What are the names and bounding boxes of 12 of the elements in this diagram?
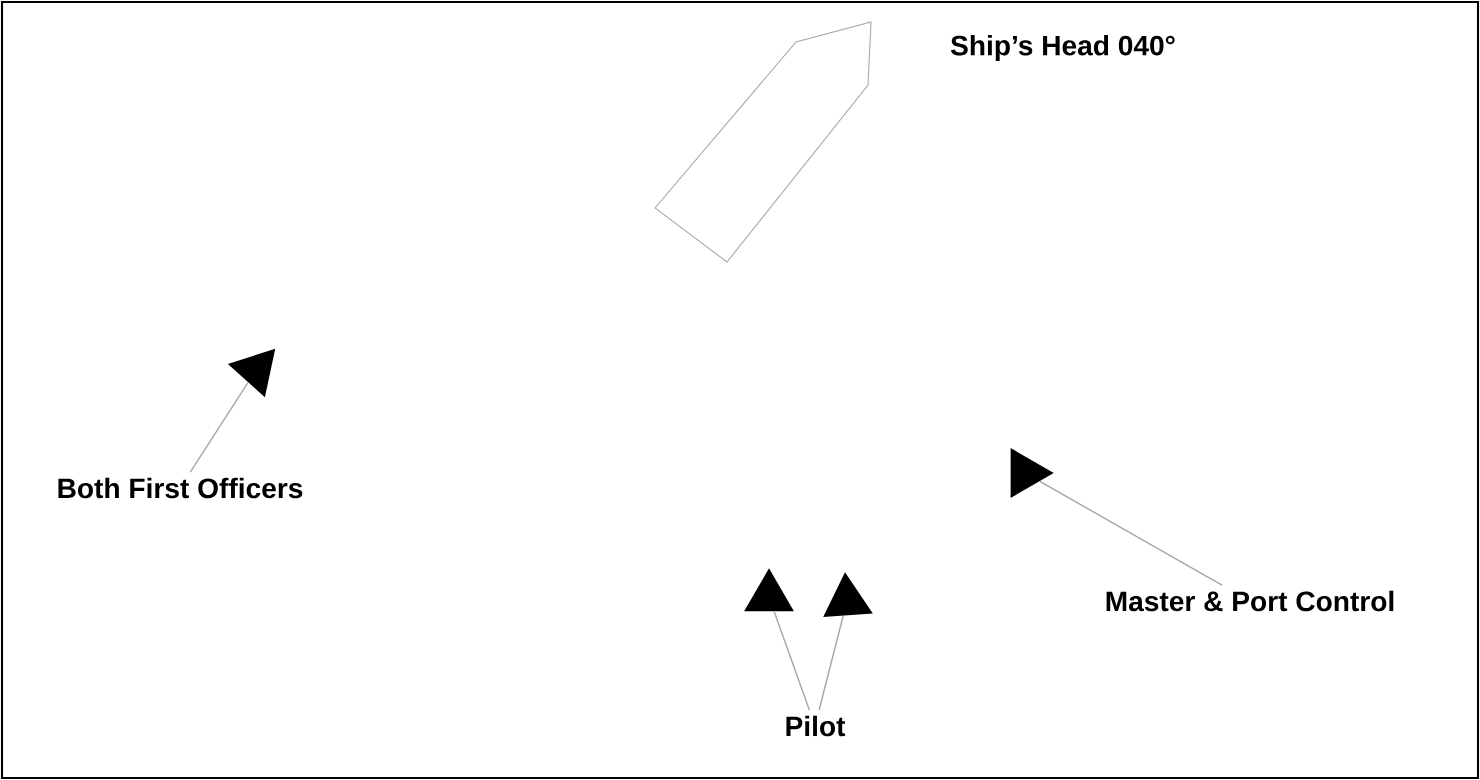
position-marker	[227, 348, 276, 398]
leader-line	[818, 615, 844, 711]
text-label: Master & Port Control	[1106, 590, 1394, 612]
position-marker	[823, 572, 873, 618]
leader-line	[189, 381, 249, 473]
text-label: Both First Officers	[58, 477, 303, 499]
leader-line	[1039, 480, 1223, 586]
leader-line	[773, 611, 811, 711]
position-marker	[1010, 448, 1054, 498]
position-marker	[744, 568, 794, 612]
heading-label: Ship’s Head 040°	[950, 34, 1175, 62]
text-label: Pilot	[786, 715, 846, 737]
